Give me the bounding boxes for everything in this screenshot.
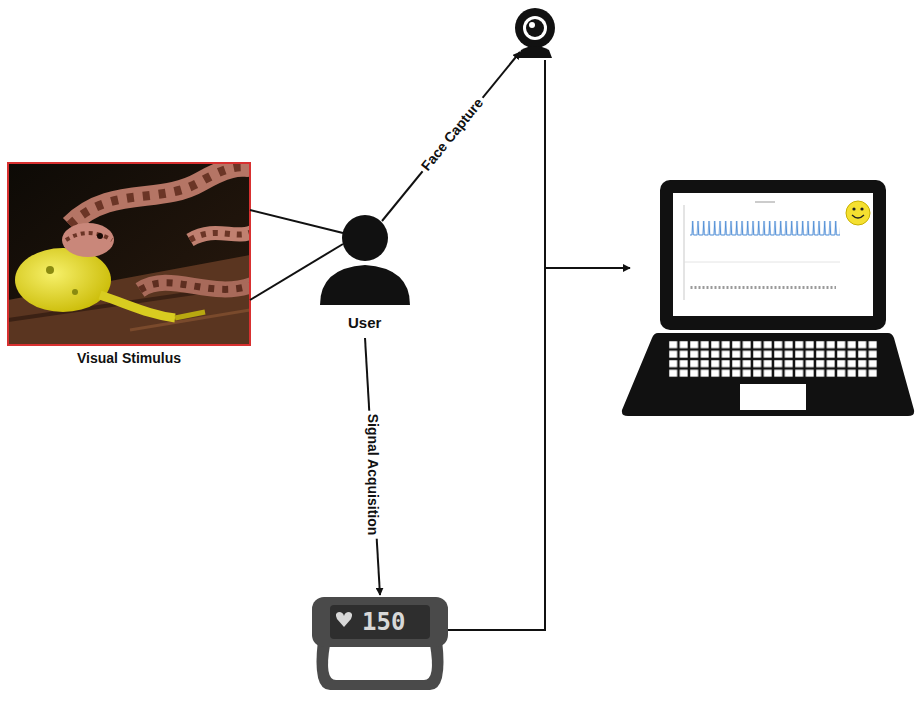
signal-wires — [382, 52, 630, 630]
node-label: Visual Stimulus — [77, 349, 181, 367]
connector-line — [250, 210, 343, 233]
photo-frame — [8, 163, 250, 345]
stimulus-photo — [8, 163, 250, 345]
user-node: User — [318, 212, 412, 334]
stimulus-box: Visual Stimulus — [8, 163, 250, 369]
heart-rate-monitor — [312, 597, 448, 690]
display-reading: 150 — [362, 607, 405, 637]
edge-label: Signal Acquisition — [364, 411, 381, 539]
heart-rate-device: 150 — [312, 595, 448, 690]
webcam-icon — [515, 8, 555, 58]
user-icon — [320, 215, 410, 305]
node-label: User — [348, 313, 381, 332]
laptop-icon — [622, 180, 914, 416]
connector-line — [250, 244, 343, 300]
arrow-label: Face Capture — [416, 92, 489, 176]
